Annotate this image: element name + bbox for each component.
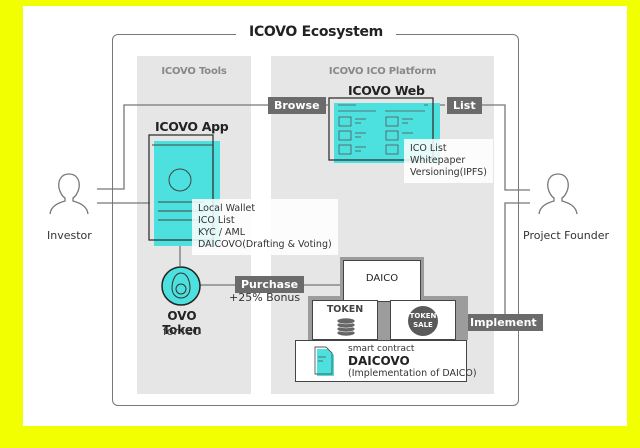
daico-label: DAICO xyxy=(365,273,399,284)
contract-caption: smart contract xyxy=(348,344,415,354)
contract-name: DAICOVO xyxy=(348,354,410,368)
token-box: TOKEN xyxy=(312,300,378,340)
investor-browse-line xyxy=(97,104,268,190)
purchase-label: Purchase xyxy=(235,276,305,293)
platform-panel-title: ICOVO ICO Platform xyxy=(328,66,437,77)
icovo-app-title: ICOVO App xyxy=(155,119,229,134)
founder-icon xyxy=(538,173,578,215)
icovo-web-title: ICOVO Web xyxy=(348,83,425,98)
founder-label: Project Founder xyxy=(523,229,610,242)
token-sale-text: TOKEN SALE xyxy=(407,312,439,330)
contract-desc: (Implementation of DAICO) xyxy=(348,368,477,379)
token-sale-icon xyxy=(408,306,438,336)
ovo-token-icon xyxy=(161,266,201,306)
web-features: ICO List Whitepaper Versioning(IPFS) xyxy=(404,139,493,183)
token-sale-line2: SALE xyxy=(413,321,433,329)
browser-icon xyxy=(328,97,434,161)
ovo-token-title: OVO Token xyxy=(162,309,202,337)
smart-contract-box: smart contract DAICOVO (Implementation o… xyxy=(295,340,477,382)
token-sale-line1: TOKEN xyxy=(409,312,437,320)
app-features: Local Wallet ICO List KYC / AML DAICOVO(… xyxy=(192,199,338,255)
implement-label: Implement xyxy=(464,314,543,331)
ecosystem-title: ICOVO Ecosystem xyxy=(236,24,396,40)
ovo-token-subtitle: for ICO xyxy=(162,325,202,338)
bonus-label: +25% Bonus xyxy=(229,291,301,304)
list-label: List xyxy=(447,97,482,114)
founder-implement-line xyxy=(486,202,530,323)
token-sale-box: TOKEN SALE xyxy=(390,300,456,340)
token-label: TOKEN xyxy=(326,304,364,315)
daico-box: DAICO xyxy=(343,260,421,302)
coins-icon xyxy=(336,317,356,337)
investor-label: Investor xyxy=(47,229,92,242)
browse-label: Browse xyxy=(268,97,326,114)
list-founder-line xyxy=(480,104,530,191)
tools-panel-title: ICOVO Tools xyxy=(161,66,227,77)
phone-icon xyxy=(148,134,214,241)
document-icon xyxy=(314,346,334,376)
investor-icon xyxy=(49,173,89,215)
